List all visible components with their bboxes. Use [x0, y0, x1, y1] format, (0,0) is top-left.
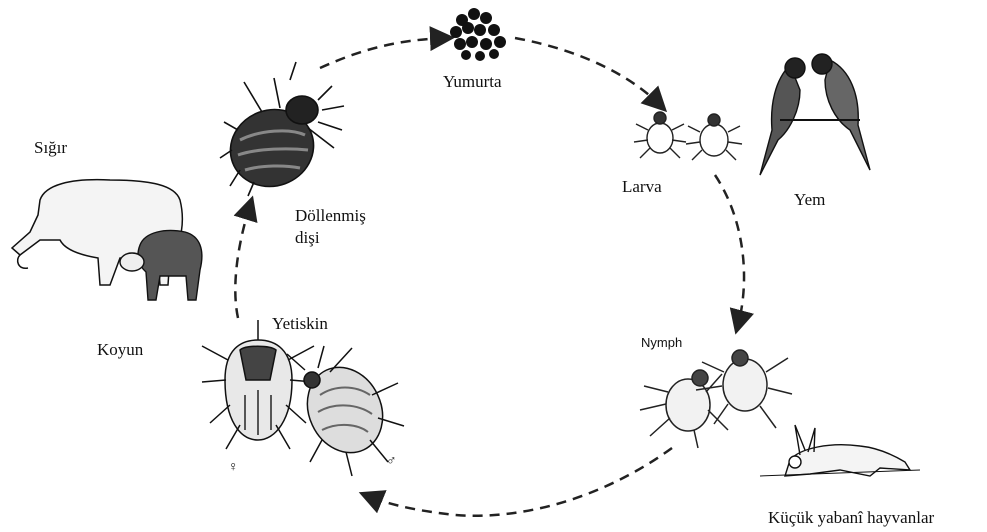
larva-label: Larva [622, 177, 662, 197]
small-wild-animals-label: Küçük yabanî hayvanlar [768, 508, 934, 528]
nymph-ticks-icon [640, 350, 792, 448]
birds-icon [760, 54, 870, 175]
male-symbol: ♂ [386, 452, 397, 472]
larva-ticks-icon [634, 112, 742, 160]
arrow-larva-to-nymph [715, 175, 744, 325]
egg-cluster-icon [450, 8, 506, 61]
bird-label: Yem [794, 190, 825, 210]
arrow-nymph-to-adult [368, 448, 672, 516]
arrow-female-to-egg [320, 38, 445, 68]
egg-label: Yumurta [443, 72, 502, 92]
cattle-label: Sığır [34, 138, 67, 158]
fertilized-female-tick-icon [220, 62, 344, 198]
arrow-adult-to-female [235, 205, 250, 318]
arrow-egg-to-larva [515, 38, 660, 105]
hare-icon [760, 425, 920, 476]
female-symbol: ♀ [228, 458, 239, 478]
sheep-label: Koyun [97, 340, 143, 360]
fertilized-female-label: Döllenmiş dişi [295, 205, 366, 249]
adult-label: Yetiskin [272, 314, 328, 334]
nymph-label: Nymph [641, 333, 682, 353]
adult-female-tick-icon [202, 320, 314, 449]
